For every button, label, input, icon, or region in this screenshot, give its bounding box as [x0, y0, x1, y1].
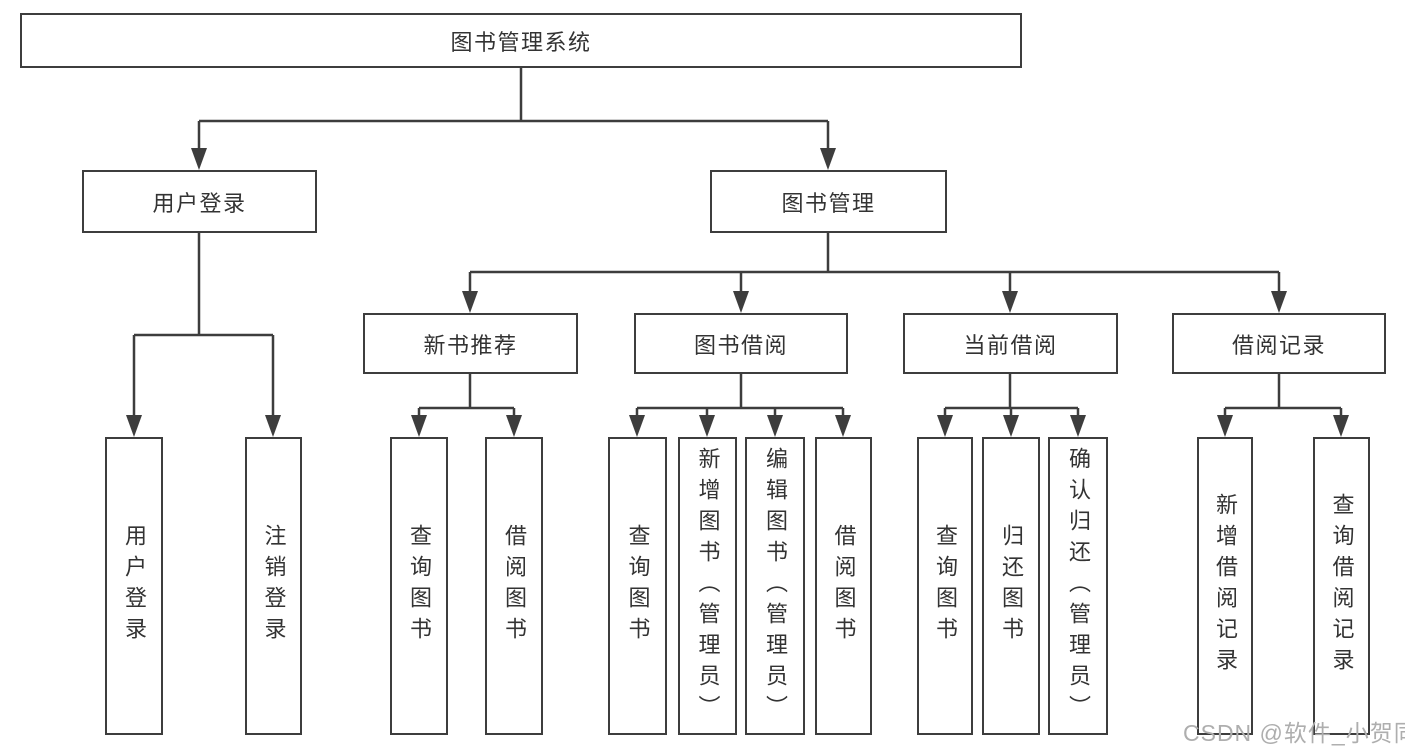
leaf-query-books-borrow: 查询图书	[608, 437, 667, 735]
leaf-edit-book-admin: 编辑图书（管理员）	[745, 437, 805, 735]
node-new-book-recommend: 新书推荐	[363, 313, 578, 374]
leaf-borrow-books-recommend-label: 借阅图书	[502, 524, 527, 648]
leaf-query-books-current: 查询图书	[917, 437, 973, 735]
node-new-book-recommend-label: 新书推荐	[423, 332, 518, 358]
watermark: CSDN @软件_小贺同学	[1183, 720, 1405, 746]
leaf-query-books-current-label: 查询图书	[933, 524, 958, 648]
leaf-query-borrow-record-label: 查询借阅记录	[1329, 493, 1355, 679]
node-root-label: 图书管理系统	[450, 29, 592, 55]
leaf-query-books-recommend: 查询图书	[390, 437, 448, 735]
node-book-borrow-label: 图书借阅	[693, 332, 788, 358]
node-borrow-records-label: 借阅记录	[1231, 332, 1326, 358]
node-user-login-label: 用户登录	[152, 190, 247, 216]
leaf-confirm-return-admin: 确认归还（管理员）	[1048, 437, 1108, 735]
leaf-add-book-admin: 新增图书（管理员）	[678, 437, 737, 735]
leaf-logout: 注销登录	[245, 437, 302, 735]
node-book-borrow: 图书借阅	[634, 313, 848, 374]
leaf-return-books-label: 归还图书	[999, 524, 1024, 648]
leaf-query-books-borrow-label: 查询图书	[625, 524, 651, 648]
leaf-add-book-admin-label: 新增图书（管理员）	[695, 446, 721, 726]
node-current-borrow: 当前借阅	[903, 313, 1118, 374]
leaf-user-login-label: 用户登录	[122, 524, 147, 648]
leaf-query-borrow-record: 查询借阅记录	[1313, 437, 1370, 735]
node-book-management-label: 图书管理	[781, 190, 876, 216]
leaf-borrow-books-recommend: 借阅图书	[485, 437, 543, 735]
leaf-edit-book-admin-label: 编辑图书（管理员）	[763, 446, 788, 726]
leaf-return-books: 归还图书	[982, 437, 1040, 735]
node-user-login: 用户登录	[82, 170, 317, 233]
leaf-query-books-recommend-label: 查询图书	[407, 524, 432, 648]
leaf-borrow-books-label: 借阅图书	[831, 524, 857, 648]
leaf-confirm-return-admin-label: 确认归还（管理员）	[1066, 446, 1091, 726]
leaf-add-borrow-record: 新增借阅记录	[1197, 437, 1253, 735]
leaf-user-login: 用户登录	[105, 437, 163, 735]
leaf-add-borrow-record-label: 新增借阅记录	[1213, 493, 1238, 679]
leaf-logout-label: 注销登录	[261, 524, 287, 648]
node-borrow-records: 借阅记录	[1172, 313, 1386, 374]
leaf-borrow-books: 借阅图书	[815, 437, 872, 735]
node-book-management: 图书管理	[710, 170, 947, 233]
node-root: 图书管理系统	[20, 13, 1022, 68]
node-current-borrow-label: 当前借阅	[963, 332, 1058, 358]
